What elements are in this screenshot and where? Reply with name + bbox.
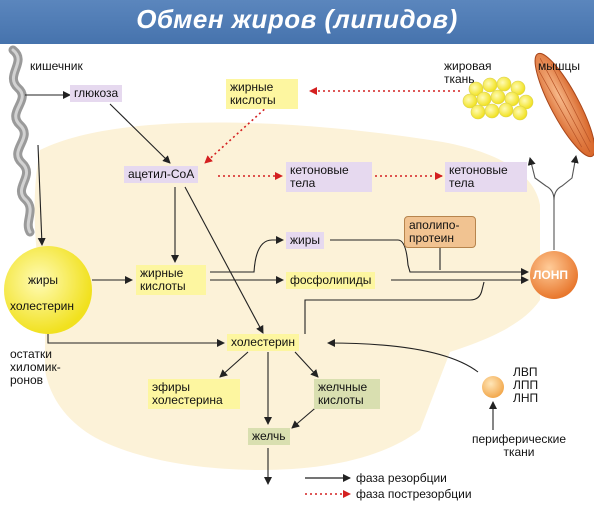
muscle-icon	[534, 52, 594, 158]
label-chylomicron-remnants: остатки хиломик- ронов	[10, 347, 61, 387]
node-cholesterol-esters: эфиры холестерина	[148, 379, 240, 409]
node-bile-acids: желчные кислоты	[314, 379, 380, 409]
node-phospholipids: фосфолипиды	[286, 272, 376, 289]
node-ketone-bodies-1: кетоновые тела	[286, 162, 372, 192]
label-peripheral-tissues: периферические ткани	[472, 432, 567, 459]
node-acetyl-coa: ацетил-СоА	[124, 166, 199, 183]
chylomicron-ball	[4, 246, 92, 334]
lipoprotein-ball	[482, 376, 504, 398]
node-glucose: глюкоза	[70, 85, 123, 102]
page-title: Обмен жиров (липидов)	[136, 4, 458, 34]
node-fats-mid: жиры	[286, 232, 325, 249]
node-bile: желчь	[248, 428, 290, 445]
legend-resorption-label: фаза резорбции	[356, 471, 447, 485]
label-lipoproteins: ЛВП ЛПП ЛНП	[513, 365, 539, 405]
node-fatty-acids-top: жирные кислоты	[226, 79, 298, 109]
label-fats-left: жиры	[28, 273, 59, 287]
node-cholesterol: холестерин	[227, 334, 299, 351]
label-lonp: ЛОНП	[533, 268, 569, 282]
title-bar: Обмен жиров (липидов)	[0, 0, 594, 44]
lonp-ball	[530, 251, 578, 299]
legend-postresorption-label: фаза пострезорбции	[356, 487, 472, 501]
label-adipose-tissue: жировая ткань	[444, 59, 492, 86]
label-muscles: мышцы	[538, 59, 580, 73]
node-ketone-bodies-2: кетоновые тела	[445, 162, 527, 192]
label-intestine: кишечник	[30, 59, 83, 73]
node-apolipoprotein: аполипо- протеин	[404, 216, 476, 248]
adipose-tissue-icon	[462, 76, 534, 121]
node-fatty-acids-mid: жирные кислоты	[136, 265, 206, 295]
label-cholesterol-left: холестерин	[10, 299, 74, 313]
